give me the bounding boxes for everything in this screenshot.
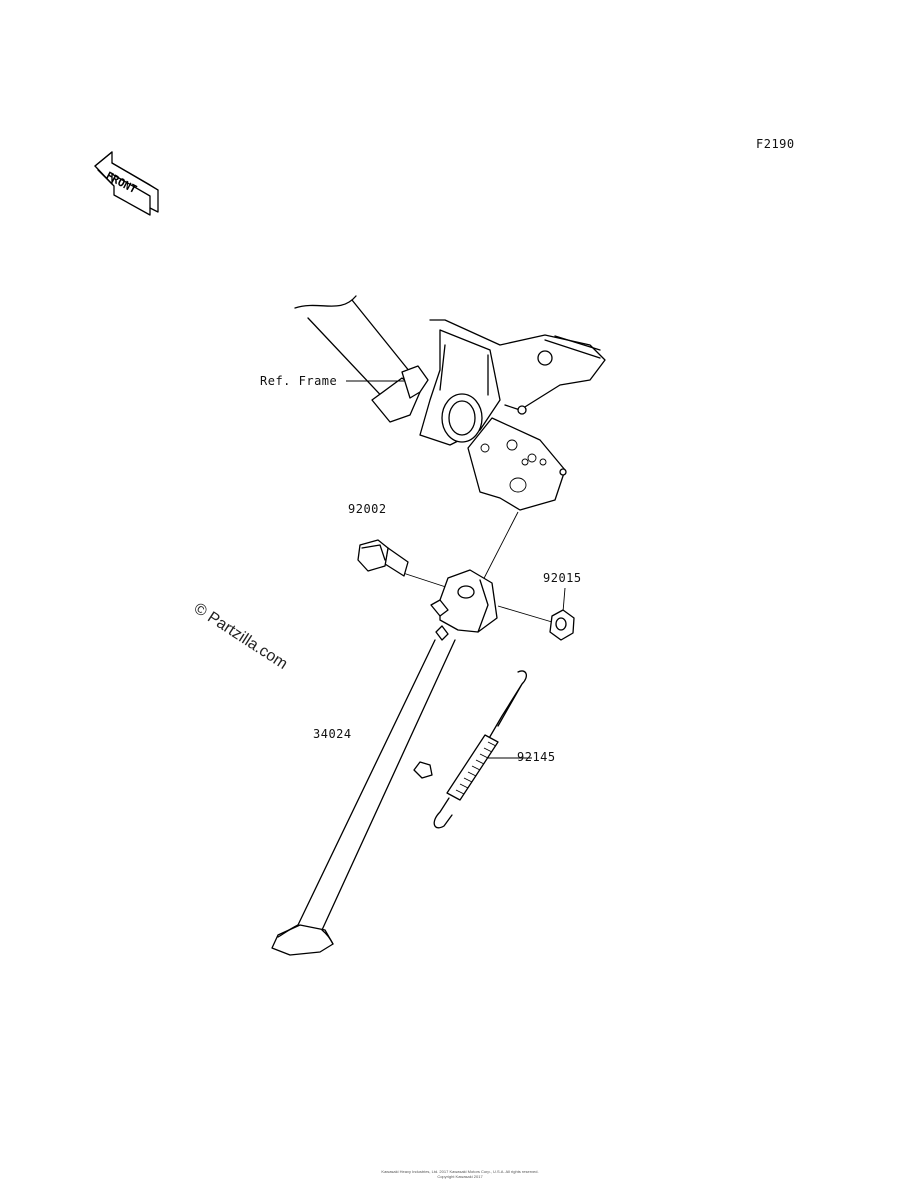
side-stand-34024 (271, 569, 498, 956)
frame-assembly (294, 295, 606, 511)
callout-ref-frame: Ref. Frame (260, 374, 338, 388)
figure-code: F2190 (756, 137, 795, 151)
bolt-92002 (357, 539, 409, 577)
callout-92002: 92002 (348, 502, 387, 516)
front-arrow-icon: FRONT (94, 151, 159, 216)
spring-92145 (433, 670, 528, 829)
footer: Kawasaki Heavy Industries, Ltd. 2017 Kaw… (350, 1169, 570, 1179)
footer-line-1: Kawasaki Heavy Industries, Ltd. 2017 Kaw… (381, 1169, 539, 1174)
nut-92015 (549, 609, 575, 641)
footer-line-2: Copyright Kawasaki 2017 (437, 1174, 483, 1179)
callout-34024: 34024 (313, 727, 352, 741)
callout-92145: 92145 (517, 750, 556, 764)
callout-92015: 92015 (543, 571, 582, 585)
